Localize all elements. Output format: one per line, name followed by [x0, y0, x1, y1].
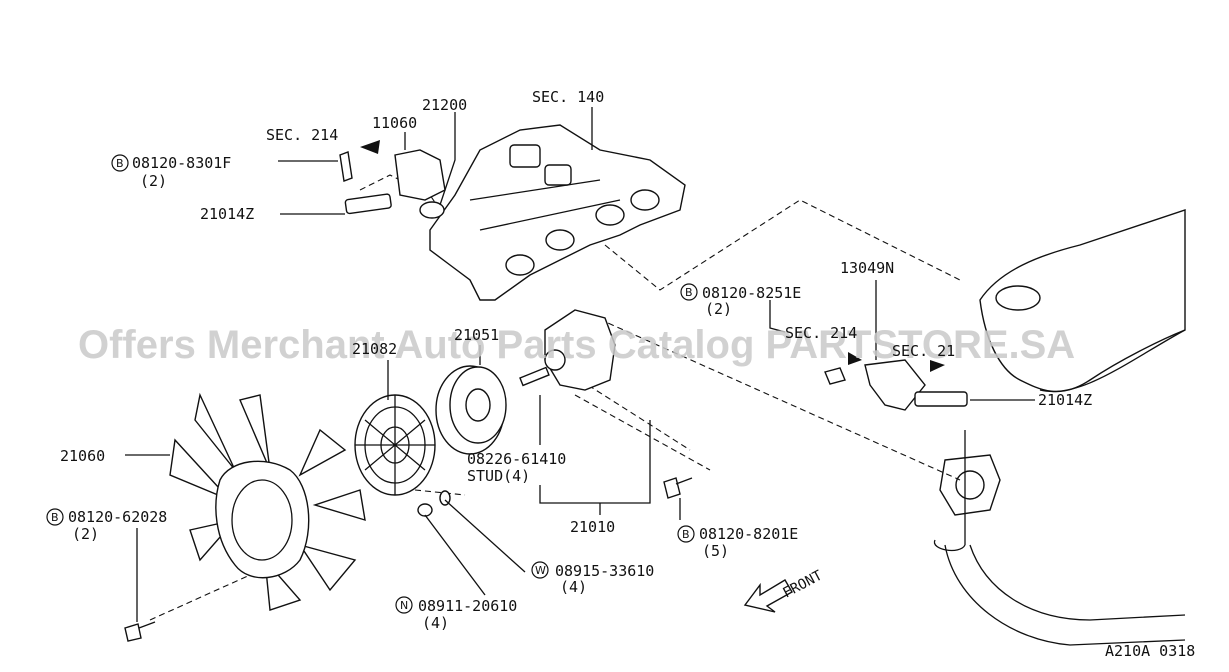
- qty-08120-62028: (2): [72, 525, 99, 543]
- label-21014z-right: 21014Z: [1038, 391, 1092, 409]
- water-pump: [519, 309, 616, 391]
- qty-08120-8251e: (2): [705, 300, 732, 318]
- bolt-mark-8201e: B: [682, 528, 690, 541]
- qty-08911-20610: (4): [422, 614, 449, 632]
- label-21010: 21010: [570, 518, 615, 536]
- pulley: [435, 365, 507, 455]
- arrow-sec214-top-icon: [360, 140, 380, 154]
- front-label: FRONT: [780, 567, 825, 601]
- diagram-code: A210A 0318: [1105, 642, 1195, 660]
- label-21051: 21051: [454, 326, 499, 344]
- label-sec214-right-a: SEC. 214: [785, 324, 857, 342]
- bolt-mark-62028: B: [51, 511, 59, 524]
- label-08120-8201e: 08120-8201E: [699, 525, 798, 543]
- intake-manifold: [429, 124, 686, 301]
- label-08226-61410: 08226-61410: [467, 450, 566, 468]
- watermark: Offers Merchant Auto Parts Catalog PARTS…: [78, 323, 1075, 367]
- label-21014z-top: 21014Z: [200, 205, 254, 223]
- bolt-mark-8301f-icon: [111, 154, 129, 172]
- nut-mark: N: [400, 599, 408, 612]
- label-08120-62028: 08120-62028: [68, 508, 167, 526]
- arrow-sec214-right-a-icon: [848, 352, 862, 365]
- fan-coupling: [354, 394, 436, 496]
- front-indicator: FRONT: [743, 567, 826, 613]
- label-sec140: SEC. 140: [532, 88, 604, 106]
- label-sec214-right-b: SEC. 21: [892, 342, 955, 360]
- qty-08120-8301f: (2): [140, 172, 167, 190]
- label-08120-8301f: 08120-8301F: [132, 154, 231, 172]
- label-stud: STUD(4): [467, 467, 530, 485]
- label-08915-33610: 08915-33610: [555, 562, 654, 580]
- qty-08915-33610: (4): [560, 578, 587, 596]
- label-13049n: 13049N: [840, 259, 894, 277]
- right-outlet-assembly: [824, 352, 968, 411]
- bolt-mark-8201e-icon: [677, 525, 695, 543]
- label-sec214-top: SEC. 214: [266, 126, 338, 144]
- engine-block: [933, 209, 1186, 646]
- washer-mark: W: [535, 564, 546, 577]
- cooling-fan: [169, 392, 366, 611]
- label-21200: 21200: [422, 96, 467, 114]
- label-08911-20610: 08911-20610: [418, 597, 517, 615]
- leader-lines: [125, 107, 1035, 622]
- arrow-sec214-right-b-icon: [930, 360, 945, 372]
- label-21082: 21082: [352, 340, 397, 358]
- bolt-mark-8251e: B: [685, 286, 693, 299]
- label-08120-8251e: 08120-8251E: [702, 284, 801, 302]
- water-outlet-assembly: [339, 140, 446, 219]
- washer-mark-icon: [531, 561, 549, 579]
- qty-08120-8201e: (5): [702, 542, 729, 560]
- bolt-mark-8251e-icon: [680, 283, 698, 301]
- bolt-mark-8301f: B: [116, 157, 124, 170]
- nut-mark-icon: [395, 596, 413, 614]
- label-11060: 11060: [372, 114, 417, 132]
- bolt-mark-62028-icon: [46, 508, 64, 526]
- label-21060: 21060: [60, 447, 105, 465]
